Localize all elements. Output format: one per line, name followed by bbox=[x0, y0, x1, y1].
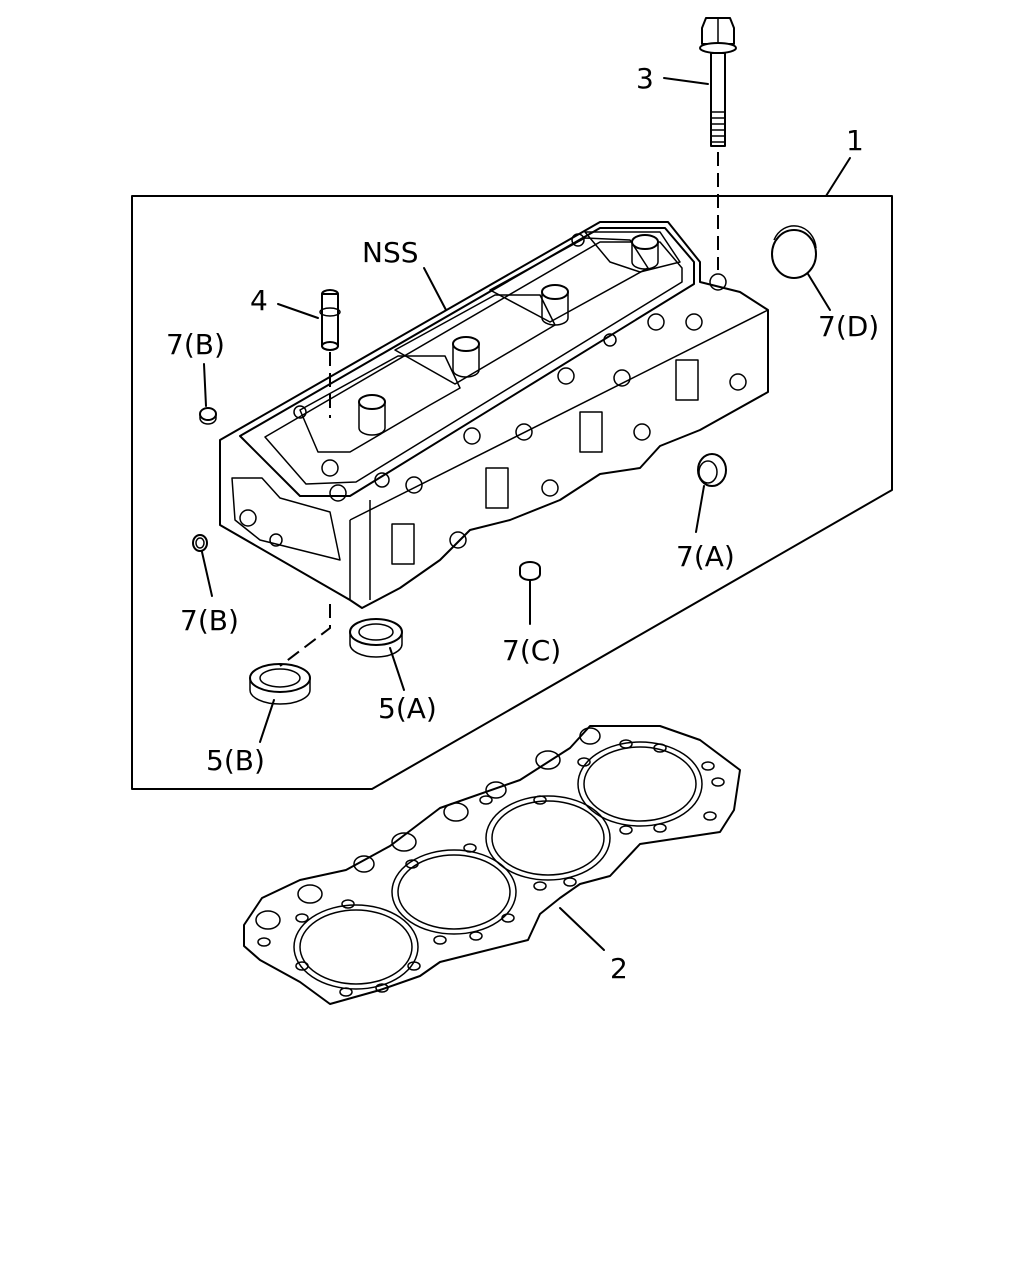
plug-7b-top bbox=[199, 407, 217, 425]
callout-5a: 5(A) bbox=[378, 692, 437, 725]
leader-3 bbox=[663, 77, 709, 85]
seal-5b bbox=[249, 663, 311, 705]
plug-7b-bottom bbox=[192, 534, 208, 552]
callout-7d: 7(D) bbox=[818, 310, 879, 343]
cylinder-head bbox=[219, 221, 769, 609]
assembly-frame bbox=[131, 195, 893, 790]
callout-1: 1 bbox=[846, 124, 864, 157]
leader-4 bbox=[277, 303, 319, 319]
seal-5b-axis bbox=[279, 604, 331, 667]
leader-1 bbox=[825, 157, 851, 197]
leader-7a bbox=[695, 485, 705, 533]
callout-3: 3 bbox=[636, 62, 654, 95]
plug-7a bbox=[697, 453, 727, 487]
callout-7b-bottom: 7(B) bbox=[180, 604, 239, 637]
leader-nss bbox=[423, 267, 447, 311]
head-bolt bbox=[699, 17, 737, 147]
leader-7b-bottom bbox=[201, 551, 213, 597]
leader-2 bbox=[559, 907, 605, 951]
head-gasket bbox=[243, 725, 741, 1005]
callout-nss: NSS bbox=[362, 236, 419, 269]
leader-5a bbox=[389, 647, 405, 691]
callout-5b: 5(B) bbox=[206, 744, 265, 777]
callout-2: 2 bbox=[610, 952, 628, 985]
leader-7b-top bbox=[203, 363, 207, 407]
callout-7c: 7(C) bbox=[502, 634, 561, 667]
valve-guide bbox=[319, 289, 341, 351]
leader-5b bbox=[259, 699, 275, 743]
seal-5a bbox=[349, 618, 403, 658]
leader-7d bbox=[807, 273, 831, 311]
callout-7a: 7(A) bbox=[676, 540, 735, 573]
callout-7b-top: 7(B) bbox=[166, 328, 225, 361]
plug-7c bbox=[519, 561, 541, 581]
plug-7d bbox=[771, 225, 817, 279]
callout-4: 4 bbox=[250, 284, 268, 317]
